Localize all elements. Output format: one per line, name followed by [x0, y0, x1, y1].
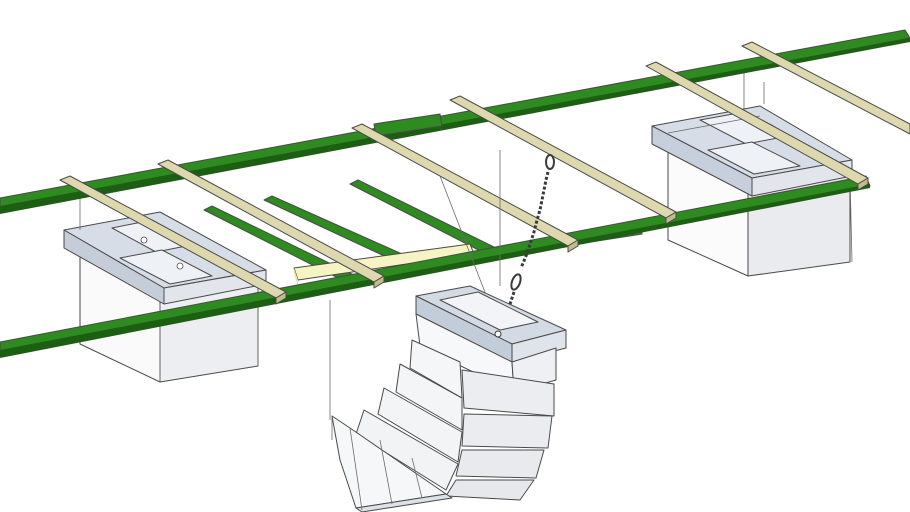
- right-duct-box: [651, 60, 853, 277]
- front-rail: [0, 175, 871, 358]
- timber-crossbeam: [645, 61, 869, 191]
- timber-crossbeam: [449, 95, 677, 225]
- timber-crossbeam: [59, 175, 287, 305]
- timber-crossbeam: [157, 159, 385, 289]
- curved-duct-segment: [331, 285, 567, 512]
- timber-crossbeams: [59, 41, 910, 305]
- timber-crossbeam: [741, 41, 910, 135]
- timber-crossbeam: [351, 123, 579, 253]
- hanger-rods: [329, 150, 501, 420]
